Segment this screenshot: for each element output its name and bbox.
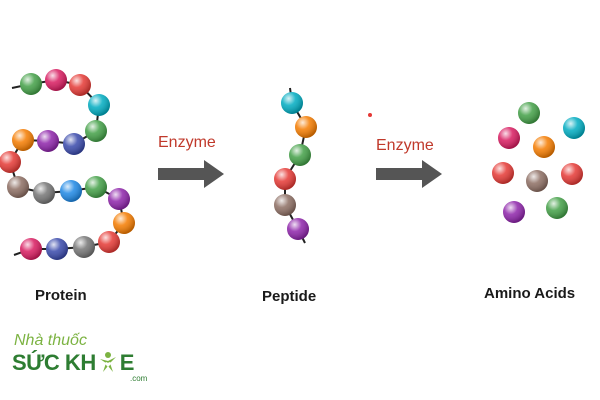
peptide-label: Peptide: [262, 288, 317, 305]
bead-shine: [526, 170, 548, 192]
bead-shine: [60, 180, 82, 202]
bead-shine: [85, 120, 107, 142]
logo-line2: SỨC KH E: [12, 350, 134, 376]
brand-logo: Nhà thuốc SỨC KH E .com: [10, 330, 160, 390]
bead-shine: [20, 73, 42, 95]
bead-shine: [45, 69, 67, 91]
enzyme-label-2: Enzyme: [376, 137, 434, 154]
bead-shine: [33, 182, 55, 204]
enzyme-label-1: Enzyme: [158, 134, 216, 151]
logo-line2-end: E: [119, 350, 135, 375]
peptide-chain: [274, 87, 317, 244]
bead-shine: [46, 238, 68, 260]
bead-shine: [73, 236, 95, 258]
bead-shine: [295, 116, 317, 138]
arrow-protein-to-peptide: [158, 160, 224, 188]
bead-shine: [518, 102, 540, 124]
arrow-peptide-to-amino-acids: [376, 160, 442, 188]
bead-shine: [7, 176, 29, 198]
amino-acid-cluster: [492, 102, 585, 223]
bead-shine: [20, 238, 42, 260]
bead-shine: [546, 197, 568, 219]
bead-shine: [37, 130, 59, 152]
bead-shine: [281, 92, 303, 114]
bead-shine: [98, 231, 120, 253]
logo-suffix: .com: [130, 374, 148, 383]
red-dot-mark: [368, 113, 372, 117]
amino-acids-label: Amino Acids: [484, 285, 576, 302]
bead-shine: [113, 212, 135, 234]
bead-shine: [88, 94, 110, 116]
logo-line2-text: SỨC KH: [12, 350, 96, 375]
bead-shine: [533, 136, 555, 158]
logo-line1: Nhà thuốc: [14, 332, 87, 349]
bead-shine: [492, 162, 514, 184]
bead-shine: [69, 74, 91, 96]
bead-shine: [274, 168, 296, 190]
bead-shine: [561, 163, 583, 185]
bead-shine: [503, 201, 525, 223]
bead-shine: [287, 218, 309, 240]
bead-shine: [85, 176, 107, 198]
protein-label: Protein: [35, 287, 87, 304]
bead-shine: [12, 129, 34, 151]
bead-shine: [274, 194, 296, 216]
bead-shine: [563, 117, 585, 139]
protein-chain: [0, 69, 135, 260]
bead-shine: [63, 133, 85, 155]
person-heart-icon: [97, 351, 119, 373]
bead-shine: [289, 144, 311, 166]
bead-shine: [498, 127, 520, 149]
bead-shine: [0, 151, 21, 173]
bead-shine: [108, 188, 130, 210]
